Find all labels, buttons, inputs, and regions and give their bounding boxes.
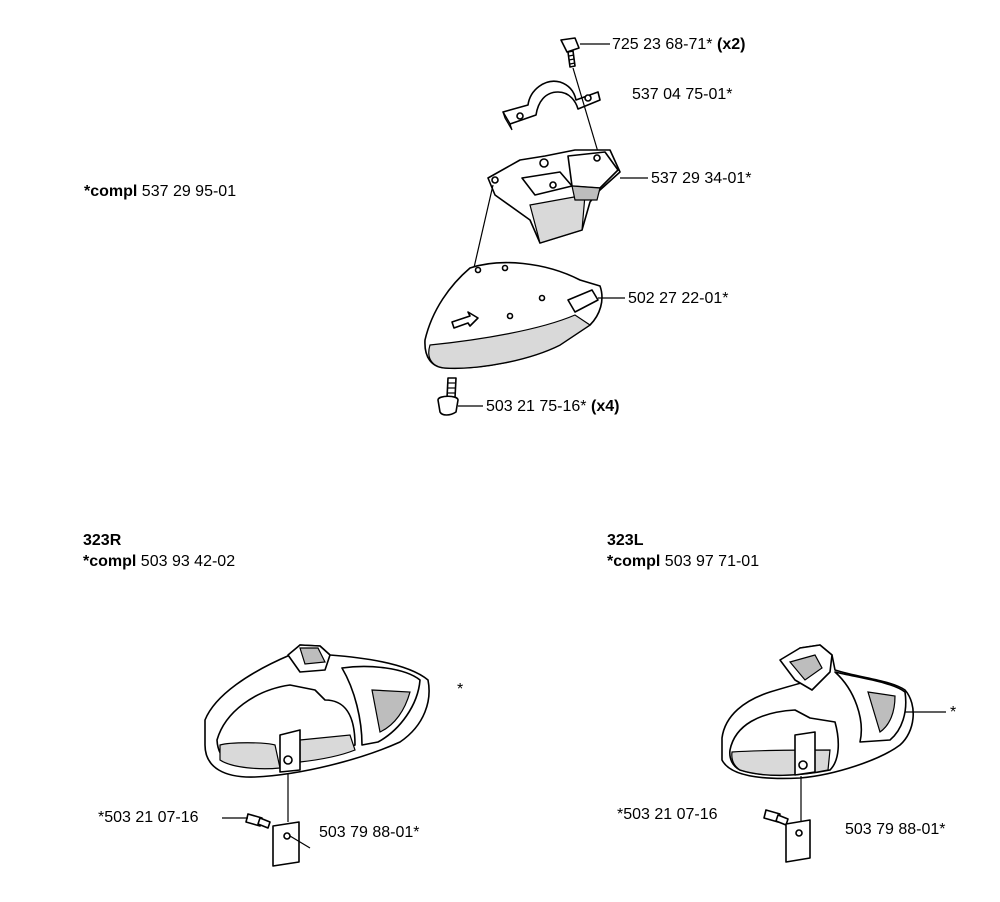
part-label-503-21-75-16: 503 21 75-16* (x4) [486, 398, 619, 416]
screw-503-21-75-16 [437, 377, 459, 416]
axis-line-1 [572, 67, 599, 153]
part-number: 537 29 34-01* [651, 170, 752, 187]
compl-label-323r: *compl 503 93 42-02 [83, 553, 235, 571]
part-qty: (x4) [590, 398, 620, 415]
guard-323l [721, 644, 915, 780]
compl-prefix: *compl [607, 553, 661, 570]
model-label-323r: 323R [83, 532, 122, 549]
compl-prefix: *compl [83, 553, 137, 570]
part-number: 537 04 75-01* [632, 86, 733, 103]
model-label-323l: 323L [607, 532, 644, 549]
part-label-537-04-75-01: 537 04 75-01* [632, 86, 733, 104]
bolt-725-23-68-71 [560, 37, 580, 68]
plate-323r [272, 821, 300, 867]
leader-323r-plate [289, 835, 311, 849]
part-label-502-27-22-01: 502 27 22-01* [628, 290, 729, 308]
part-number: 503 21 75-16* [486, 398, 587, 415]
guard-502-27-22-01 [424, 261, 603, 370]
compl-number: 537 29 95-01 [141, 183, 237, 200]
guard-marker-323r: * [457, 681, 464, 698]
clamp-537-04-75-01 [502, 80, 601, 131]
plate-label-323l: 503 79 88-01* [845, 821, 946, 838]
screw-323r [245, 813, 271, 829]
screw-label-323r: *503 21 07-16 [98, 809, 199, 826]
screw-label-323l: *503 21 07-16 [617, 806, 718, 823]
plate-label-323r: 503 79 88-01* [319, 824, 420, 841]
part-label-725-23-68-71: 725 23 68-71* (x2) [612, 36, 745, 54]
part-number: 502 27 22-01* [628, 290, 729, 307]
compl-label-323l: *compl 503 97 71-01 [607, 553, 759, 571]
compl-prefix: *compl [84, 183, 138, 200]
screw-323l [763, 809, 789, 826]
plate-323l [785, 819, 811, 863]
part-label-537-29-34-01: 537 29 34-01* [651, 170, 752, 188]
compl-number: 503 93 42-02 [140, 553, 236, 570]
guard-323r [204, 644, 430, 778]
part-qty: (x2) [716, 36, 746, 53]
compl-number: 503 97 71-01 [664, 553, 760, 570]
compl-label-top: *compl 537 29 95-01 [84, 183, 236, 201]
bracket-537-29-34-01 [487, 149, 621, 244]
part-number: 725 23 68-71* [612, 36, 713, 53]
guard-marker-323l: * [950, 704, 957, 721]
